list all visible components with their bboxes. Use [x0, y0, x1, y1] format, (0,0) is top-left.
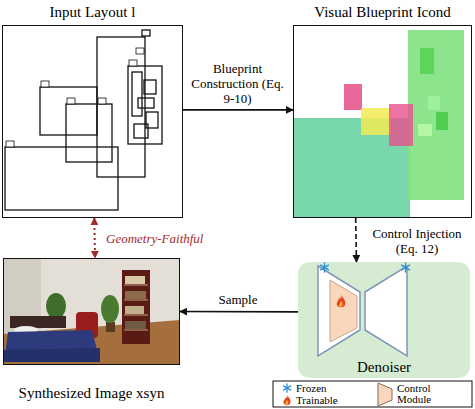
encoder-shape [318, 266, 360, 356]
frozen-icon [283, 384, 290, 392]
shelf [124, 315, 148, 316]
edge-label: Geometry-Faithful [106, 231, 236, 246]
control-module-swatch [378, 383, 392, 406]
blueprint-region [428, 96, 440, 110]
blueprint-region [418, 124, 432, 136]
frozen-icon [321, 263, 329, 272]
blueprint-regions [294, 30, 464, 217]
legend-frame [273, 381, 472, 407]
decoder-shape [365, 266, 407, 356]
shelf [124, 300, 148, 301]
layout-rect [5, 147, 118, 210]
legend-art [273, 381, 472, 407]
plant [46, 293, 66, 319]
books [125, 276, 146, 329]
layout-rect [66, 104, 112, 162]
layout-rect [132, 72, 142, 116]
layout-rects [5, 30, 162, 210]
bed-side [4, 348, 100, 362]
connector-arrow [355, 218, 357, 262]
panel-title: Denoiser [278, 359, 475, 376]
panel-title: Input Layout l [0, 4, 202, 21]
blueprint-region [344, 84, 362, 110]
layout-rect [128, 66, 162, 144]
edge-label: Blueprint Construction (Eq. 9-10) [190, 61, 285, 106]
edge-label: Control Injection (Eq. 12) [362, 226, 472, 256]
diagram-panel: Visual Blueprint Icond [293, 25, 472, 218]
layout-rect [134, 124, 148, 138]
trainable-icon [337, 295, 345, 307]
room-picture [3, 258, 180, 365]
diagram-panel: Denoiser [298, 262, 470, 378]
connector-arrow [93, 218, 96, 258]
layout-rect [144, 80, 156, 94]
plant-pot [106, 322, 115, 332]
blueprint-region [420, 48, 434, 74]
blueprint-region [361, 108, 391, 135]
layout-tag [98, 98, 106, 104]
layout-tag [129, 60, 137, 66]
layout-rect [138, 98, 154, 108]
edge-label: Sample [200, 292, 276, 307]
plant [101, 295, 119, 323]
book-row [125, 276, 145, 284]
shelf-lines [124, 285, 148, 330]
panel-title: Visual Blueprint Icond [274, 4, 475, 21]
bed [4, 330, 100, 362]
trainable-icon [283, 395, 290, 405]
blueprint-region [389, 104, 413, 146]
bookshelf [122, 270, 150, 344]
wall [3, 258, 180, 365]
layout-tag [67, 98, 75, 104]
headboard [10, 316, 66, 328]
book-row [125, 306, 144, 314]
diagram-panel: Synthesized Image xsyn [3, 258, 180, 365]
layout-rect [142, 30, 150, 36]
legend-text: Trainable [296, 395, 366, 406]
legend-text: Control Module [397, 383, 447, 405]
layout-tag [136, 48, 144, 54]
book-row [125, 321, 146, 329]
blueprint-region [408, 30, 464, 200]
legend-text: Frozen [296, 383, 366, 394]
connector-arrow [183, 109, 293, 111]
layout-rect [40, 87, 97, 135]
frozen-icon [402, 263, 410, 272]
book-row [125, 291, 146, 299]
control-module [330, 280, 357, 342]
layout-tag [6, 141, 14, 147]
shelf [124, 285, 148, 286]
layout-tag [41, 81, 49, 87]
connector-arrow [180, 311, 298, 313]
layout-tags [6, 48, 144, 147]
panel-title: Synthesized Image xsyn [0, 385, 199, 402]
blueprint-region [436, 112, 448, 130]
diagram-panel: Input Layout l [2, 25, 183, 218]
shelf [124, 330, 148, 331]
